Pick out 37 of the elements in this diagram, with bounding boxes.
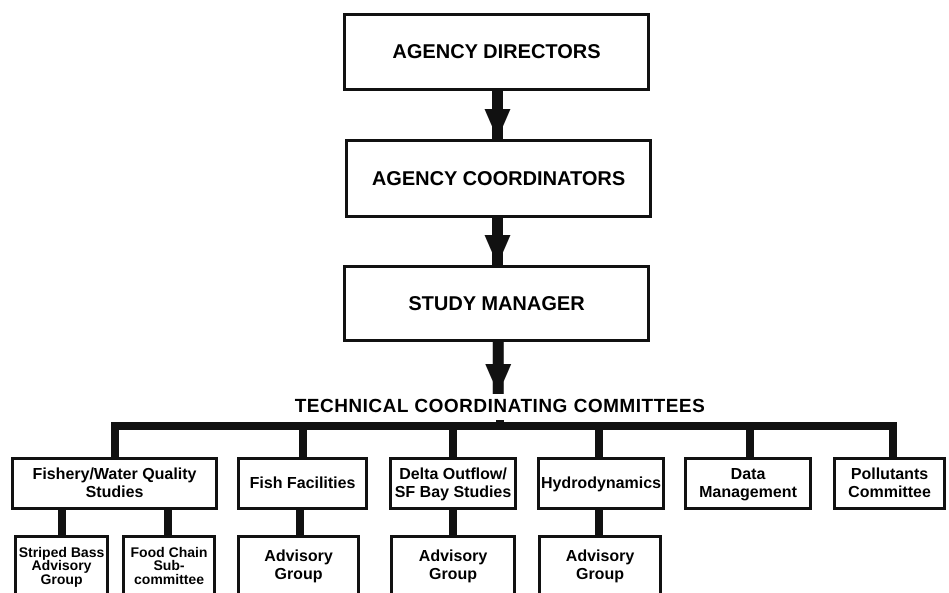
box-label: Striped Bass Advisory Group [18, 546, 106, 586]
box-label: STUDY MANAGER [408, 292, 585, 314]
committee-box [390, 535, 516, 593]
committee-box [389, 457, 517, 510]
committee-box [11, 457, 218, 510]
box-label: Food Chain Sub- committee [130, 546, 208, 586]
committee-box [237, 457, 368, 510]
connector-line [595, 510, 603, 535]
box-label: Delta Outflow/ SF Bay Studies [394, 466, 512, 502]
subgroup-box [14, 535, 109, 593]
box-label: Hydrodynamics [540, 474, 662, 492]
committee-box [537, 457, 665, 510]
box-label: Fishery/Water Quality Studies [32, 466, 198, 502]
arrow [484, 91, 510, 139]
box-label: Advisory Group [263, 548, 334, 584]
box-label: AGENCY DIRECTORS [392, 41, 601, 63]
box-label: AGENCY COORDINATORS [372, 168, 626, 190]
connector-line [58, 510, 66, 535]
committee-box [237, 535, 360, 593]
arrow [484, 218, 510, 265]
connector-line [449, 510, 457, 535]
committee-box [538, 535, 662, 593]
box-label: Pollutants Committee [847, 466, 932, 502]
arrow [485, 342, 512, 394]
connector-line [296, 510, 304, 535]
committee-heading: TECHNICAL COORDINATING COMMITTEES [294, 396, 706, 418]
committee-box [833, 457, 946, 510]
connector-line [164, 510, 172, 535]
box-label: Data Management [698, 466, 798, 502]
box-label: Advisory Group [564, 548, 636, 584]
box-label: Fish Facilities [250, 474, 356, 492]
committee-box [684, 457, 812, 510]
org-box [343, 13, 650, 91]
subgroup-box [122, 535, 216, 593]
org-box [345, 139, 652, 218]
org-box [343, 265, 650, 342]
box-label: Advisory Group [418, 548, 488, 584]
